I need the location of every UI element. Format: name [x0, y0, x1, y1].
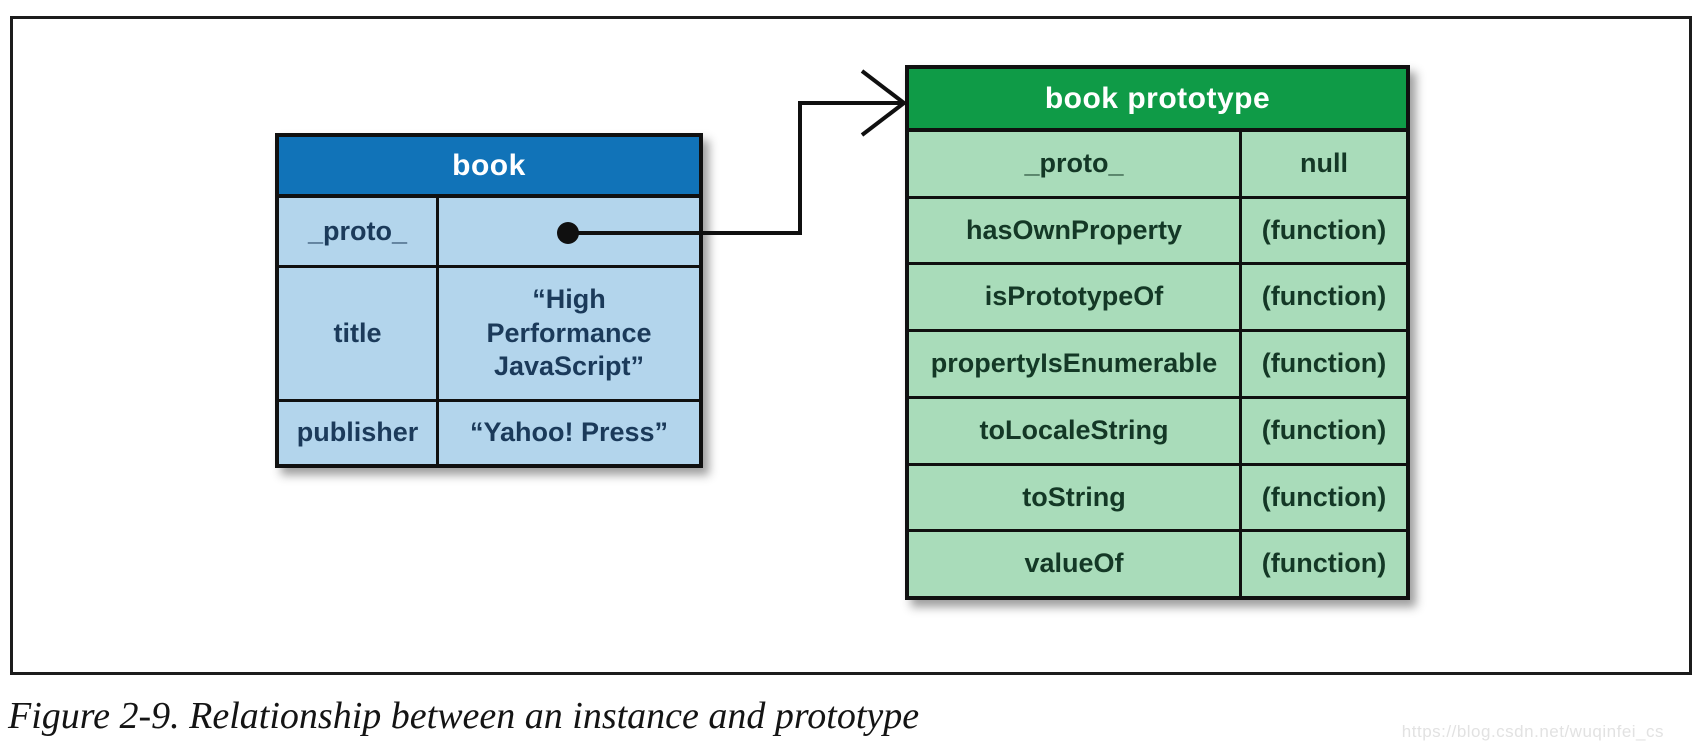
- prototype-isprototypeof-value: (function): [1261, 281, 1387, 312]
- table-row: isPrototypeOf (function): [909, 262, 1406, 330]
- book-table-body: _proto_ title “High Performance JavaScri…: [279, 198, 699, 464]
- book-publisher-value: “Yahoo! Press”: [469, 417, 669, 448]
- prototype-tostring-key: toString: [909, 465, 1242, 530]
- book-proto-pointer-cell: [439, 198, 699, 265]
- book-table-title: book: [279, 137, 699, 198]
- figure-border-frame: [10, 16, 1692, 675]
- table-row: toLocaleString (function): [909, 395, 1406, 463]
- prototype-proto-key: _proto_: [909, 132, 1242, 196]
- prototype-tostring-value: (function): [1261, 481, 1387, 512]
- watermark-url: https://blog.csdn.net/wuqinfei_cs: [1401, 722, 1664, 741]
- book-publisher-key: publisher: [279, 402, 439, 464]
- prototype-table-body: _proto_ null hasOwnProperty (function) i…: [909, 132, 1406, 597]
- prototype-table-title: book prototype: [909, 69, 1406, 132]
- figure-caption: Figure 2-9. Relationship between an inst…: [8, 695, 920, 737]
- prototype-tolocalestring-key: toLocaleString: [909, 398, 1242, 463]
- table-row: hasOwnProperty (function): [909, 195, 1406, 263]
- book-prototype-table: book prototype _proto_ null hasOwnProper…: [905, 65, 1410, 600]
- table-row: toString (function): [909, 462, 1406, 530]
- prototype-valueof-key: valueOf: [909, 532, 1242, 597]
- book-instance-table: book _proto_ title “High Performance Jav…: [275, 133, 703, 468]
- prototype-valueof-value: (function): [1261, 548, 1387, 579]
- prototype-hasownproperty-value: (function): [1261, 214, 1387, 245]
- book-title-key: title: [279, 268, 439, 399]
- table-row: _proto_ null: [909, 132, 1406, 196]
- prototype-propertyisenumerable-key: propertyIsEnumerable: [909, 332, 1242, 396]
- book-title-value: “High Performance JavaScript”: [486, 283, 652, 382]
- prototype-tolocalestring-value: (function): [1261, 414, 1387, 445]
- prototype-isprototypeof-key: isPrototypeOf: [909, 265, 1242, 330]
- table-row: valueOf (function): [909, 529, 1406, 597]
- table-row: propertyIsEnumerable (function): [909, 329, 1406, 396]
- prototype-propertyisenumerable-value: (function): [1261, 348, 1387, 379]
- table-row: publisher “Yahoo! Press”: [279, 399, 699, 464]
- book-proto-key: _proto_: [279, 198, 439, 265]
- table-row: _proto_: [279, 198, 699, 265]
- prototype-hasownproperty-key: hasOwnProperty: [909, 198, 1242, 263]
- table-row: title “High Performance JavaScript”: [279, 265, 699, 399]
- prototype-proto-value: null: [1300, 147, 1348, 178]
